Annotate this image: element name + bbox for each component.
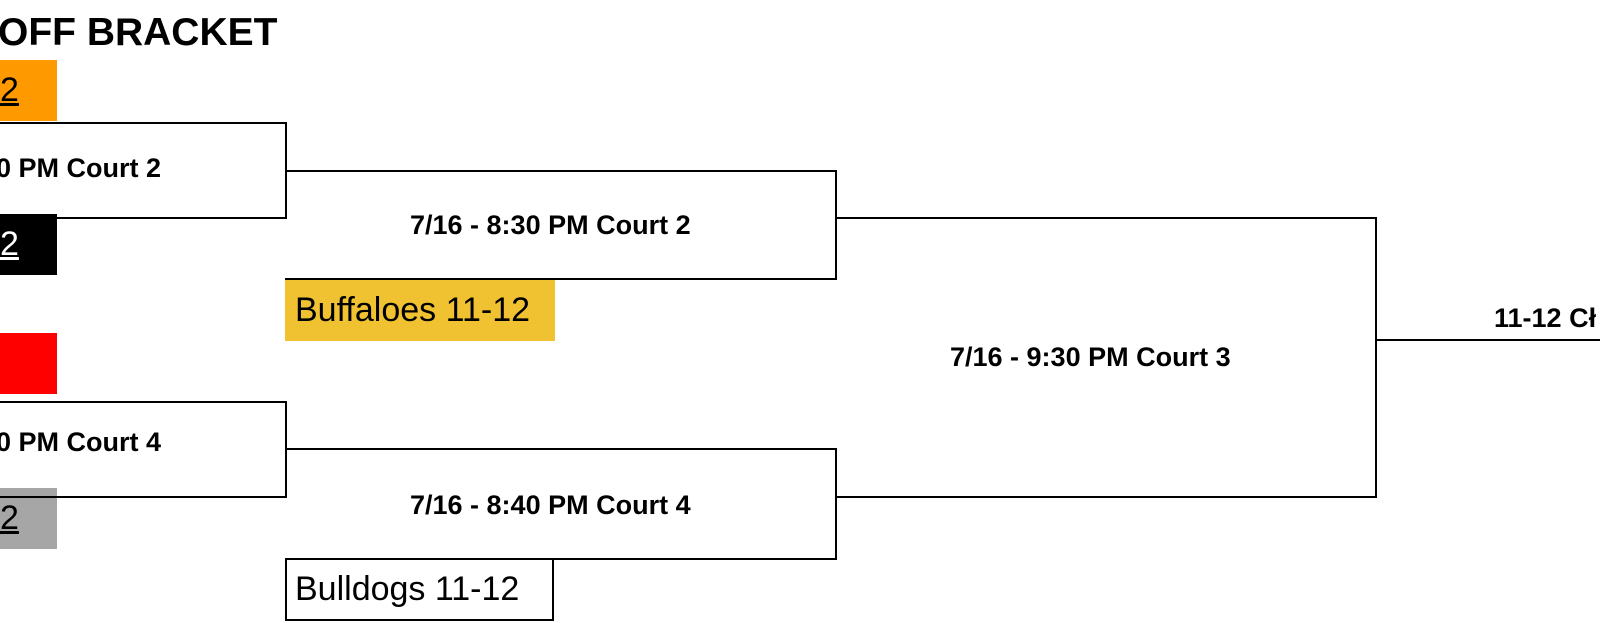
team-slot-gray-label: 2: [0, 499, 19, 537]
team-slot-bulldogs: Bulldogs 11-12: [285, 558, 554, 621]
round2-top-game-label: 7/16 - 8:30 PM Court 2: [410, 210, 691, 240]
team-slot-black: 2: [0, 214, 57, 275]
round1-top-game-label: 0 PM Court 2: [0, 153, 162, 183]
team-slot-orange: 2: [0, 60, 57, 121]
semifinal-game-label: 7/16 - 9:30 PM Court 3: [950, 342, 1231, 372]
team-slot-orange-label: 2: [0, 71, 19, 109]
r2-top-bracket-bottom-line: [285, 278, 837, 280]
semi-bracket-vertical: [1375, 217, 1377, 498]
r2-top-bracket-top-line: [285, 170, 837, 172]
round1-bottom-game-label: 0 PM Court 4: [0, 427, 162, 457]
round2-bottom-game-label: 7/16 - 8:40 PM Court 4: [410, 490, 691, 520]
r2-bottom-bracket-vertical: [835, 448, 837, 560]
r2-bottom-bracket-bottom-line: [285, 558, 837, 560]
semi-bracket-top-line: [835, 217, 1377, 219]
r2-top-bracket-vertical: [835, 170, 837, 280]
r1-bottom-bracket-bottom-line: [0, 496, 287, 498]
final-label: 11-12 Cł: [1494, 303, 1597, 333]
bracket-title: OFF BRACKET: [0, 11, 278, 54]
team-slot-buffaloes: Buffaloes 11-12: [285, 280, 555, 341]
r1-top-bracket-top-line: [0, 122, 287, 124]
final-line: [1375, 339, 1600, 341]
team-slot-red: [0, 333, 57, 394]
team-slot-bulldogs-label: Bulldogs 11-12: [295, 570, 520, 608]
team-slot-buffaloes-label: Buffaloes 11-12: [295, 291, 531, 329]
team-slot-gray: 2: [0, 488, 57, 549]
r1-bottom-bracket-top-line: [0, 401, 287, 403]
r1-top-bracket-bottom-line: [0, 217, 287, 219]
team-slot-black-label: 2: [0, 225, 19, 263]
r2-bottom-bracket-top-line: [285, 448, 837, 450]
semi-bracket-bottom-line: [835, 496, 1377, 498]
